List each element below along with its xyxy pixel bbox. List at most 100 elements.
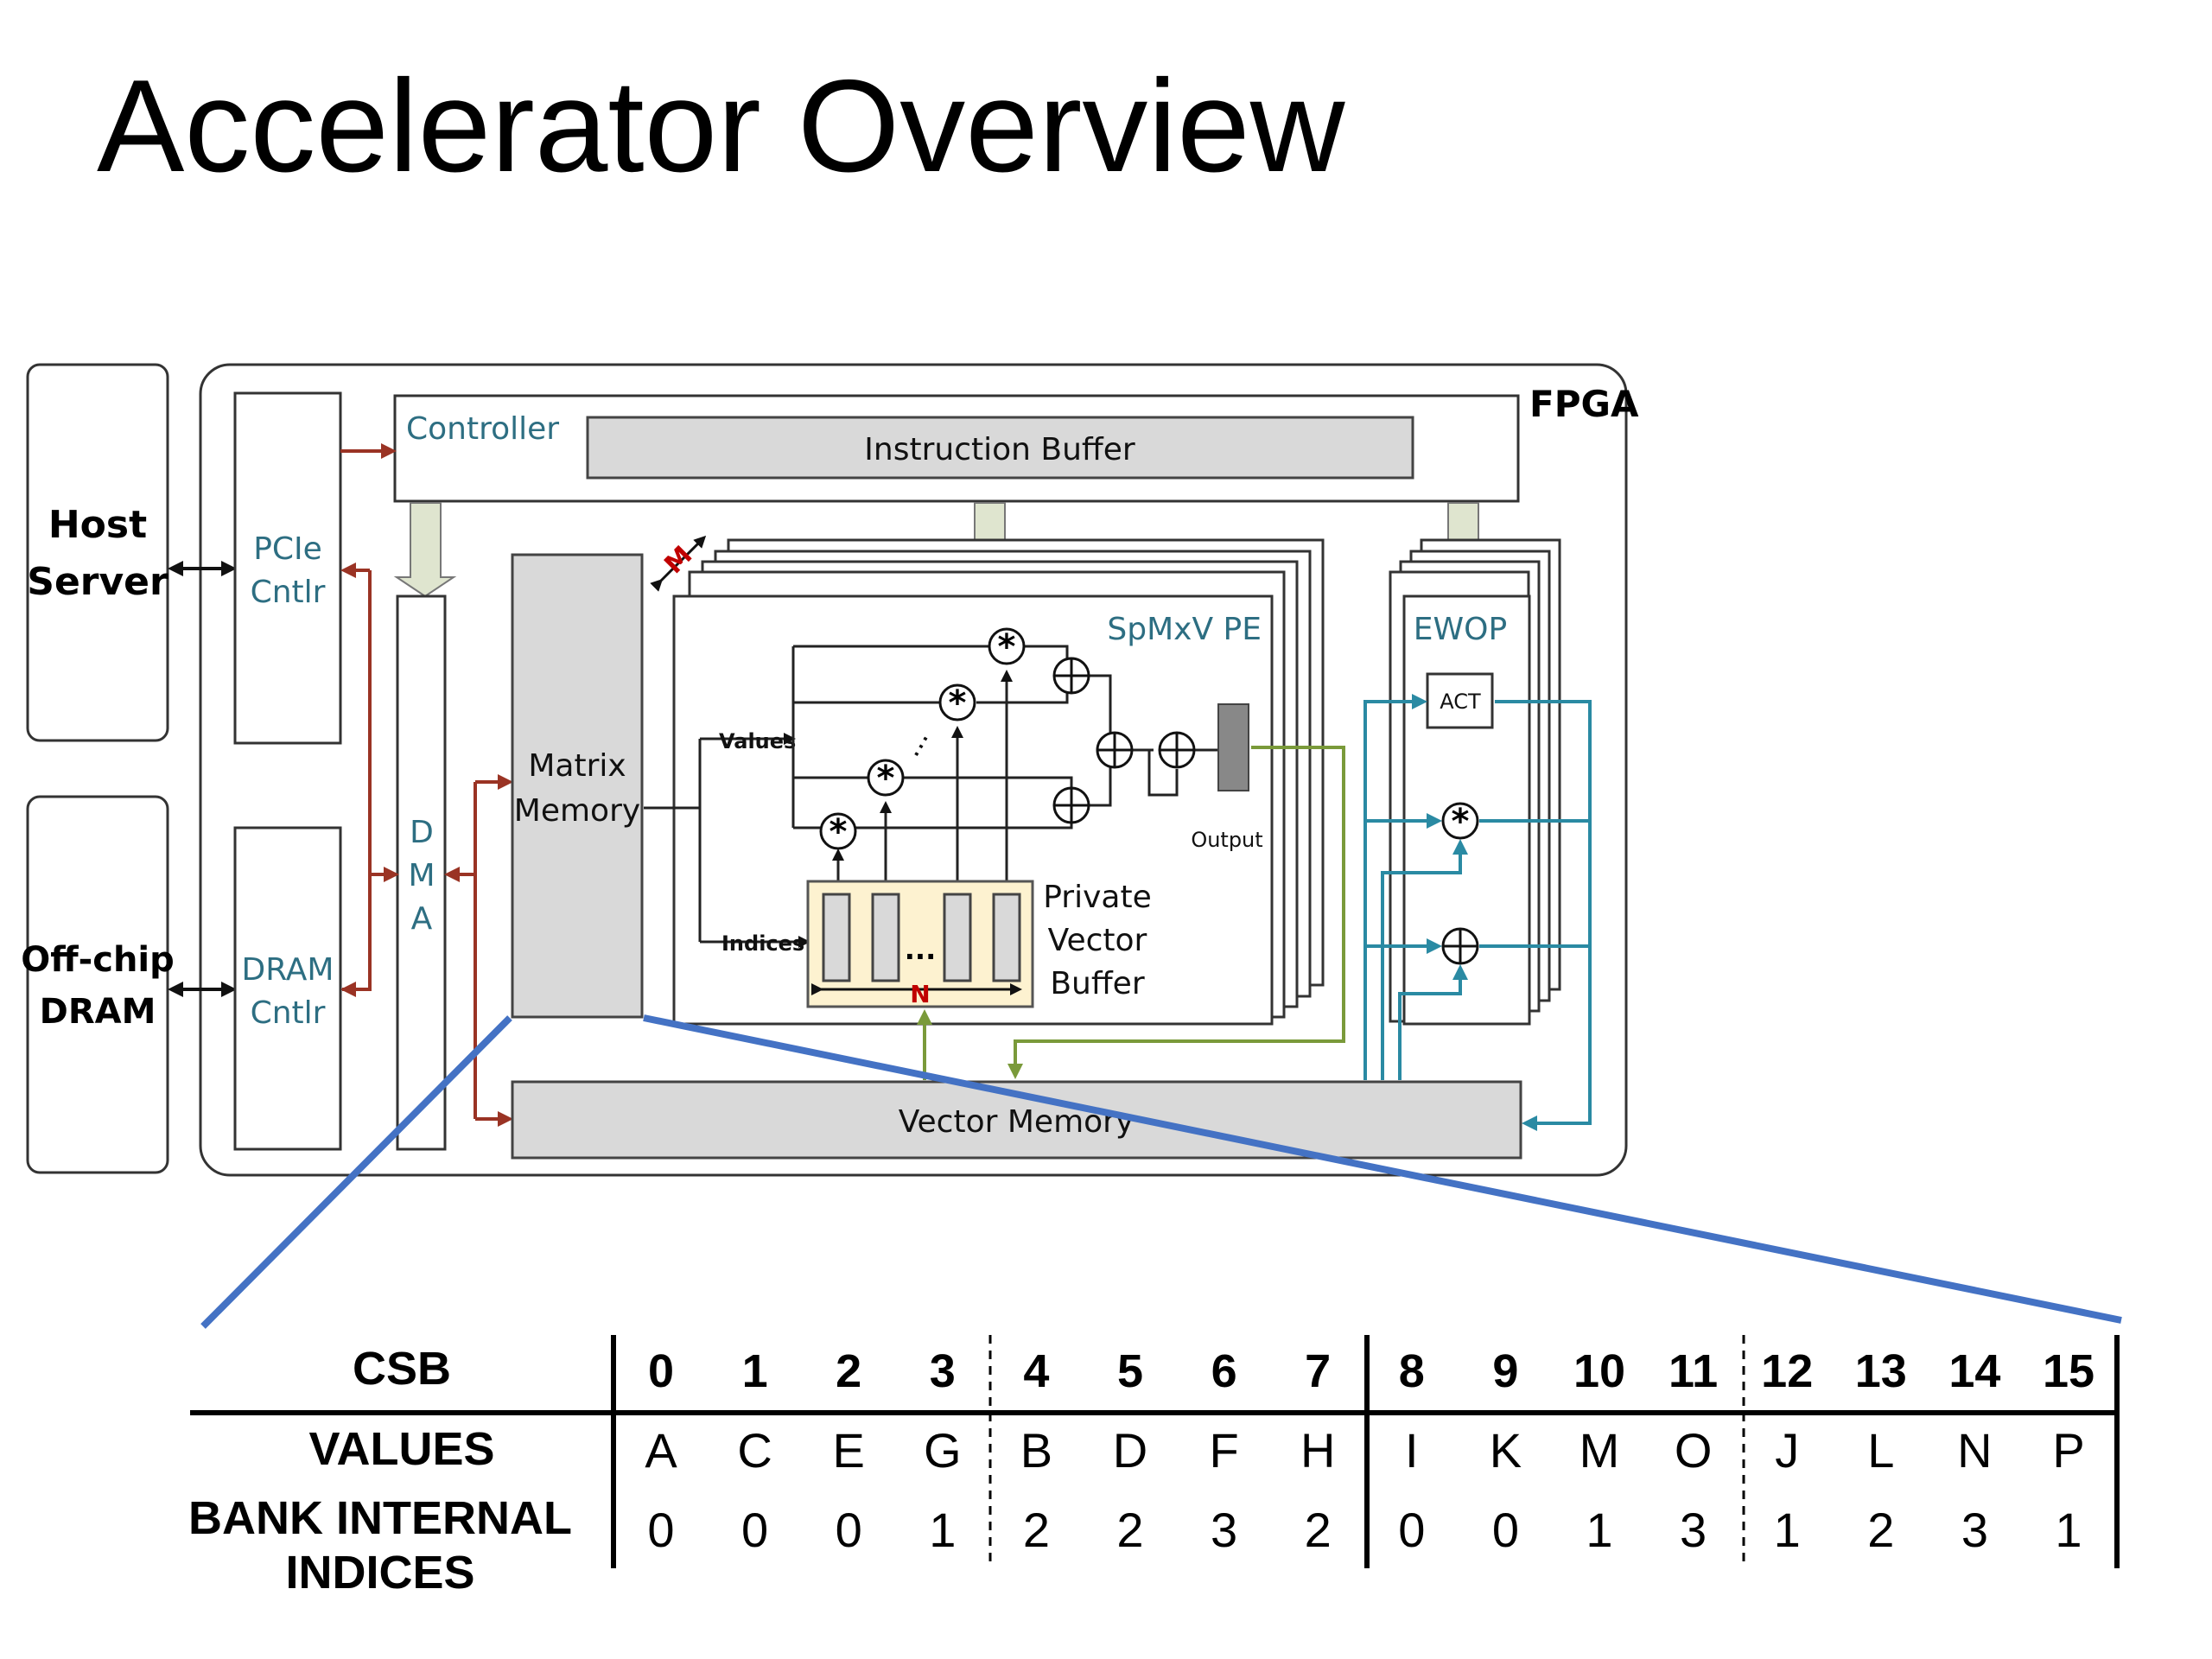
index-cell-3: 1	[929, 1503, 956, 1557]
matrix-memory-label-1: Matrix	[528, 748, 626, 784]
fpga-label: FPGA	[1529, 383, 1639, 425]
multiply-icon: *	[988, 627, 1026, 667]
csb-cell-15: 15	[2043, 1345, 2094, 1397]
dram-cntlr-label-1: DRAM	[242, 952, 334, 988]
matrix-to-pe-lines: Values Indices	[644, 729, 810, 956]
host-server-label-1: Host	[48, 503, 147, 547]
csb-cell-9: 9	[1492, 1345, 1518, 1397]
dma-label-a: A	[411, 901, 433, 937]
svg-text:*: *	[877, 759, 895, 798]
private-vector-buffer: ... N Private Vector Buffer	[806, 880, 1152, 1008]
csb-cell-13: 13	[1855, 1345, 1907, 1397]
csb-cell-12: 12	[1761, 1345, 1813, 1397]
multiply-icon: *	[819, 812, 857, 852]
dram-cntlr-label-2: Cntlr	[251, 995, 326, 1031]
multiplier-icons: * * * *	[819, 627, 1026, 852]
svg-text:*: *	[949, 683, 967, 723]
csb-cell-14: 14	[1948, 1345, 2000, 1397]
csb-cell-0: 0	[648, 1345, 674, 1397]
row-label-bank-internal: BANK INTERNAL	[188, 1492, 572, 1544]
csb-cell-8: 8	[1399, 1345, 1425, 1397]
controller-label: Controller	[406, 411, 559, 447]
controller-box: Controller Instruction Buffer	[393, 394, 1520, 503]
csb-cell-1: 1	[742, 1345, 768, 1397]
svg-text:*: *	[830, 812, 848, 852]
value-cell-12: J	[1775, 1423, 1799, 1478]
csb-cell-4: 4	[1023, 1345, 1049, 1397]
value-cell-6: F	[1209, 1423, 1238, 1478]
ewop-multiply-icon: *	[1441, 802, 1479, 842]
ewop-teal-lines	[1363, 694, 1592, 1131]
pcie-cntlr-box: PCIe Cntlr	[233, 391, 342, 745]
csb-cell-10: 10	[1573, 1345, 1625, 1397]
csb-cell-2: 2	[836, 1345, 861, 1397]
value-cell-10: M	[1580, 1423, 1620, 1478]
off-chip-dram-label-2: DRAM	[40, 992, 156, 1032]
matrix-memory-label-2: Memory	[514, 793, 640, 829]
csb-cell-7: 7	[1305, 1345, 1331, 1397]
matrix-memory-box: Matrix Memory	[511, 553, 644, 1019]
green-lines	[917, 746, 1345, 1080]
value-cell-14: N	[1957, 1423, 1992, 1478]
output-register	[1217, 703, 1249, 791]
index-cell-14: 3	[1961, 1503, 1988, 1557]
slide-title: Accelerator Overview	[97, 53, 1345, 200]
indices-label: Indices	[721, 931, 804, 956]
value-cell-8: I	[1405, 1423, 1419, 1478]
act-box	[1426, 672, 1494, 729]
csb-cell-3: 3	[930, 1345, 956, 1397]
host-server-box: Host Server	[26, 363, 169, 742]
dma-label-m: M	[408, 858, 435, 893]
value-cell-2: E	[833, 1423, 865, 1478]
row-label-indices: INDICES	[285, 1547, 474, 1599]
pvb-label-1: Private	[1043, 880, 1152, 915]
value-cell-3: G	[924, 1423, 962, 1478]
buffer-n-label: N	[910, 980, 930, 1008]
index-cell-10: 1	[1586, 1503, 1612, 1557]
csb-cell-6: 6	[1211, 1345, 1237, 1397]
pcie-cntlr-label-2: Cntlr	[251, 575, 326, 610]
pvb-label-3: Buffer	[1050, 966, 1144, 1001]
row-label-values: VALUES	[308, 1423, 494, 1475]
host-server-label-2: Server	[27, 560, 168, 604]
add-icon	[1158, 731, 1196, 769]
index-cell-7: 2	[1305, 1503, 1332, 1557]
row-label-csb: CSB	[353, 1343, 451, 1395]
index-cell-6: 3	[1211, 1503, 1237, 1557]
ewop-add-icon	[1441, 927, 1479, 965]
dma-box: D M A	[396, 594, 447, 1151]
zoom-line-right	[643, 1014, 2122, 1324]
pvb-label-2: Vector	[1048, 923, 1147, 958]
add-icon	[1052, 657, 1090, 695]
index-cell-5: 2	[1116, 1503, 1143, 1557]
svg-text:*: *	[1452, 802, 1470, 842]
value-cell-11: O	[1675, 1423, 1713, 1478]
dma-label-d: D	[410, 815, 434, 850]
value-cell-1: C	[737, 1423, 772, 1478]
multiply-icon: *	[867, 759, 905, 798]
index-cell-0: 0	[647, 1503, 674, 1557]
off-chip-dram-box: Off-chip DRAM	[21, 795, 175, 1174]
act-label: ACT	[1440, 690, 1481, 714]
index-cell-1: 0	[741, 1503, 768, 1557]
index-cell-8: 0	[1398, 1503, 1425, 1557]
pcie-cntlr-label-1: PCIe	[253, 531, 322, 567]
ewop-stack: EWOP ACT *	[1389, 538, 1561, 1026]
value-cell-5: D	[1113, 1423, 1147, 1478]
spmxv-pe-label: SpMxV PE	[1107, 612, 1262, 647]
csb-cell-5: 5	[1117, 1345, 1143, 1397]
value-cell-4: B	[1020, 1423, 1052, 1478]
value-cell-9: K	[1490, 1423, 1522, 1478]
add-icon	[1052, 786, 1090, 824]
instruction-buffer-box	[586, 416, 1414, 480]
csb-cell-11: 11	[1669, 1345, 1718, 1397]
ewop-label: EWOP	[1414, 612, 1507, 647]
off-chip-dram-label-1: Off-chip	[21, 940, 175, 980]
index-cell-12: 1	[1774, 1503, 1801, 1557]
value-cell-15: P	[2052, 1423, 2084, 1478]
